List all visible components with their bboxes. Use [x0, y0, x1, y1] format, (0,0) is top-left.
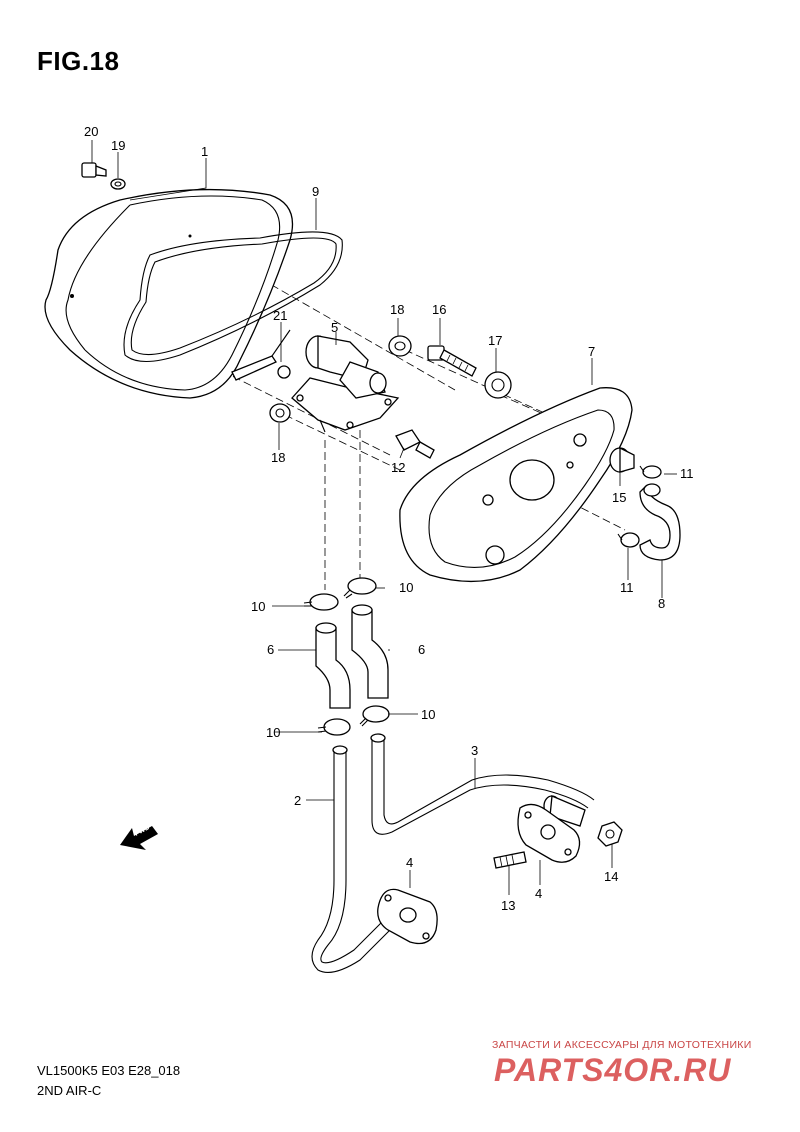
callout-3: 3: [471, 743, 478, 758]
callout-12: 12: [391, 460, 405, 475]
part-19-washer: [110, 178, 126, 190]
part-18-grommet-upper: [388, 335, 412, 357]
callout-18-lower: 18: [271, 450, 285, 465]
callout-16: 16: [432, 302, 446, 317]
callout-20: 20: [84, 124, 98, 139]
part-18-grommet-lower: [269, 403, 291, 423]
callout-9: 9: [312, 184, 319, 199]
part-15-nipple: [609, 446, 635, 473]
callout-7: 7: [588, 344, 595, 359]
watermark-logo: PARTS4OR.RU: [494, 1052, 732, 1088]
fwd-arrow-icon: FWD: [120, 824, 158, 850]
callout-15: 15: [612, 490, 626, 505]
part-9-seal: [123, 231, 343, 363]
callout-18-upper: 18: [390, 302, 404, 317]
callout-17: 17: [488, 333, 502, 348]
callout-1: 1: [201, 144, 208, 159]
callout-13: 13: [501, 898, 515, 913]
part-13-stud: [493, 851, 527, 869]
part-6-hose-left: [315, 622, 351, 709]
part-12-sensor: [395, 429, 435, 459]
callout-11-lower: 11: [620, 580, 634, 595]
part-2-pipe: [311, 745, 391, 973]
callout-21: 21: [273, 308, 287, 323]
part-4-gasket-lower: [377, 888, 438, 945]
part-4-gasket-upper: [517, 803, 581, 863]
figure-title: FIG.18: [37, 46, 120, 76]
callout-5: 5: [331, 320, 338, 335]
leader-lines: [91, 140, 677, 895]
callout-10-lower-left: 10: [266, 725, 280, 740]
part-1-cover: [44, 188, 294, 399]
section-name: 2ND AIR-C: [37, 1083, 102, 1098]
watermark-subtitle: ЗАПЧАСТИ И АКСЕССУАРЫ ДЛЯ МОТОТЕХНИКИ: [492, 1039, 752, 1051]
callout-6-right: 6: [418, 642, 425, 657]
callout-2: 2: [294, 793, 301, 808]
callout-19: 19: [111, 138, 125, 153]
callout-8: 8: [658, 596, 665, 611]
part-6-hose-right: [351, 604, 389, 699]
part-10-clamp-lower-right: [359, 705, 390, 727]
part-11-clip-lower: [617, 532, 640, 548]
callouts: 20 19 1 9 21 5 18 16 17 7 18 12 15 11 11…: [84, 124, 694, 913]
part-7-bracket: [399, 387, 633, 583]
callout-14: 14: [604, 869, 618, 884]
part-5-valve: [277, 335, 400, 433]
callout-11-upper: 11: [680, 466, 694, 481]
callout-4-lower: 4: [406, 855, 413, 870]
part-10-clamp-lower-left: [317, 718, 351, 736]
callout-4-upper: 4: [535, 886, 542, 901]
callout-10-upper-right: 10: [399, 580, 413, 595]
callout-10-lower-right: 10: [421, 707, 435, 722]
callout-10-upper-left: 10: [251, 599, 265, 614]
part-20-bolt: [81, 162, 107, 178]
callout-6-left: 6: [267, 642, 274, 657]
part-8-hose: [639, 483, 681, 561]
part-17-grommet: [484, 371, 512, 399]
part-10-clamp-upper-right: [343, 577, 377, 599]
part-10-clamp-upper-left: [303, 593, 339, 611]
model-code: VL1500K5 E03 E28_018: [37, 1063, 181, 1078]
part-16-bolt: [427, 345, 477, 377]
part-14-nut: [597, 821, 623, 847]
part-11-clip-upper: [639, 465, 662, 479]
part-3-pipe: [370, 733, 595, 835]
